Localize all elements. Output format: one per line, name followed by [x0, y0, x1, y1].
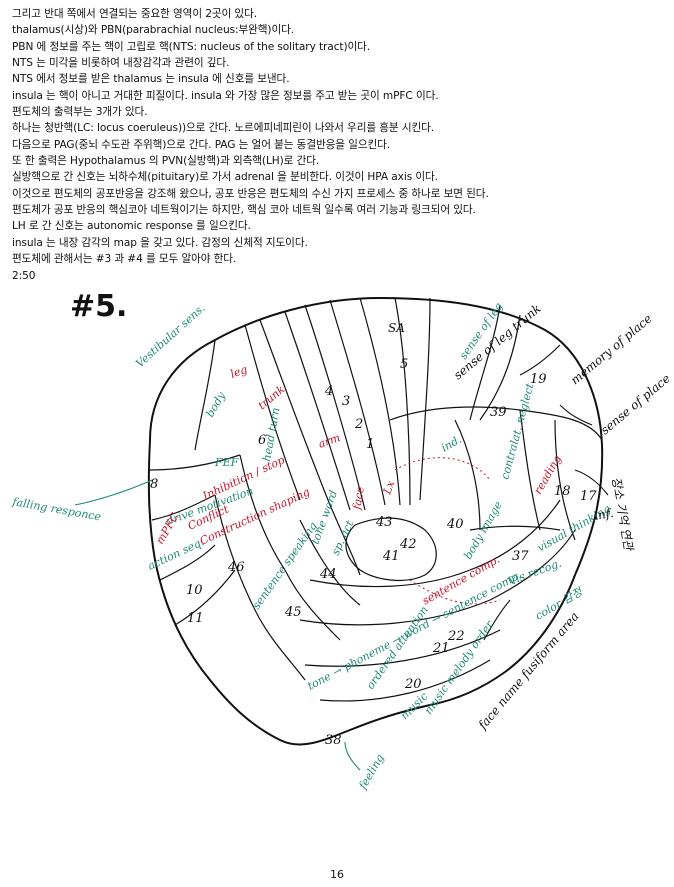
- label-lx: Lx: [380, 478, 397, 497]
- area-number: 1: [366, 437, 374, 452]
- area-number: 6: [258, 433, 266, 448]
- label-sentence-speaking: sentence speaking: [250, 519, 320, 611]
- label-sp-act: sp. act: [329, 518, 357, 557]
- area-number: 5: [400, 357, 408, 372]
- label-memory-place: memory of place: [568, 311, 655, 387]
- notes-line: NTS 는 미각을 비롯하여 내장감각과 관련이 깊다.: [12, 57, 230, 70]
- label-feeling: feeling: [356, 752, 387, 793]
- label-falling: falling responce: [10, 495, 102, 524]
- area-number: 22: [447, 629, 465, 644]
- area-number: 37: [512, 549, 529, 564]
- area-number: 19: [530, 372, 547, 387]
- area-number: 46: [227, 560, 245, 575]
- notes-line: insula 는 핵이 아니고 거대한 피질이다. insula 와 가장 많은…: [12, 89, 439, 102]
- area-number: 40: [446, 517, 464, 532]
- label-fef: FEF: [214, 456, 239, 469]
- area-numbers: 4 5 19 6 8 18 17 10 11 46 44 45 43 41 42…: [150, 357, 597, 748]
- brain-outline: [147, 296, 604, 746]
- annotation-arrows: [483, 404, 609, 641]
- page-number: 16: [330, 868, 344, 881]
- area-number: 18: [554, 484, 571, 499]
- area-number: 2: [354, 417, 363, 432]
- notes-line: 그리고 반대 쪽에서 연결되는 중요한 영역이 2곳이 있다.: [12, 8, 257, 20]
- label-contralat: contralat. neglect: [498, 381, 536, 480]
- notes-line: 편도체의 출력부는 3개가 있다.: [12, 106, 148, 119]
- black-labels: SA sense of leg trunk memory of place se…: [388, 301, 673, 732]
- label-sense-place: sense of place: [598, 371, 673, 437]
- region-lines: [149, 297, 603, 702]
- area-number: 3: [342, 394, 350, 409]
- notes-line: 편도체가 공포 반응의 핵심코아 네트웍이기는 하지만, 핵심 코아 네트웍 일…: [12, 204, 476, 217]
- area-number: 10: [186, 583, 203, 598]
- area-number: 8: [150, 477, 158, 492]
- notes-line: 편도체에 관해서는 #3 과 #4 를 모두 알아야 한다.: [12, 253, 237, 266]
- area-number: 39: [490, 405, 507, 420]
- label-sa: SA: [388, 321, 405, 335]
- area-number: 11: [187, 611, 204, 626]
- notes-line: insula 는 내장 감각의 map 을 갖고 있다. 감정의 신체적 지도이…: [12, 236, 308, 249]
- label-mpfc: mPFC: [153, 510, 181, 546]
- notes-line: 또 한 출력은 Hypothalamus 의 PVN(실방핵)과 외측핵(LH)…: [12, 155, 320, 168]
- area-number: 44: [319, 567, 337, 582]
- notes-line: LH 로 간 신호는 autonomic response 를 일으킨다.: [12, 220, 251, 233]
- notes-line: 이것으로 편도체의 공포반응을 강조해 왔으나, 공포 반응은 편도체의 수신 …: [12, 187, 489, 200]
- notes-line: 실방핵으로 간 신호는 뇌하수체(pituitary)로 가서 adrenal …: [12, 171, 438, 184]
- area-number: 42: [399, 537, 417, 552]
- dashed-region: [394, 457, 501, 605]
- notes-line: thalamus(시상)와 PBN(parabrachial nucleus:부…: [12, 24, 295, 37]
- label-inf: inf.: [593, 506, 615, 523]
- notes-line: 하나는 청반핵(LC: locus coeruleus))으로 간다. 노르에피…: [12, 122, 435, 135]
- area-number: 4: [324, 384, 333, 399]
- notes-line: NTS 에서 정보를 받은 thalamus 는 insula 에 신호를 보낸…: [12, 73, 290, 86]
- label-arm: arm: [317, 431, 342, 451]
- area-number: 20: [404, 677, 422, 692]
- area-number: 38: [325, 733, 342, 748]
- notes-line: 2:50: [12, 269, 36, 282]
- notes-text: 그리고 반대 쪽에서 연결되는 중요한 영역이 2곳이 있다. thalamus(…: [12, 6, 662, 284]
- label-body: body: [203, 389, 228, 419]
- area-number: 21: [432, 641, 450, 656]
- area-number: 17: [580, 489, 597, 504]
- label-face: face: [350, 485, 367, 512]
- notes-line: PBN 에 정보를 주는 핵이 고립로 핵(NTS: nucleus of th…: [12, 40, 371, 53]
- label-body-image: body image: [461, 499, 505, 562]
- label-vestibular: Vestibular sens.: [133, 301, 207, 370]
- area-number: 43: [375, 515, 393, 530]
- label-leg: leg: [229, 363, 249, 381]
- area-number: 45: [284, 605, 302, 620]
- area-number: 41: [382, 549, 400, 564]
- notes-line: 다음으로 PAG(중뇌 수도관 주위핵)으로 간다. PAG 는 얼어 붙는 동…: [12, 138, 391, 151]
- label-ind: ind.: [439, 433, 464, 455]
- sketch-heading: #5.: [70, 289, 127, 324]
